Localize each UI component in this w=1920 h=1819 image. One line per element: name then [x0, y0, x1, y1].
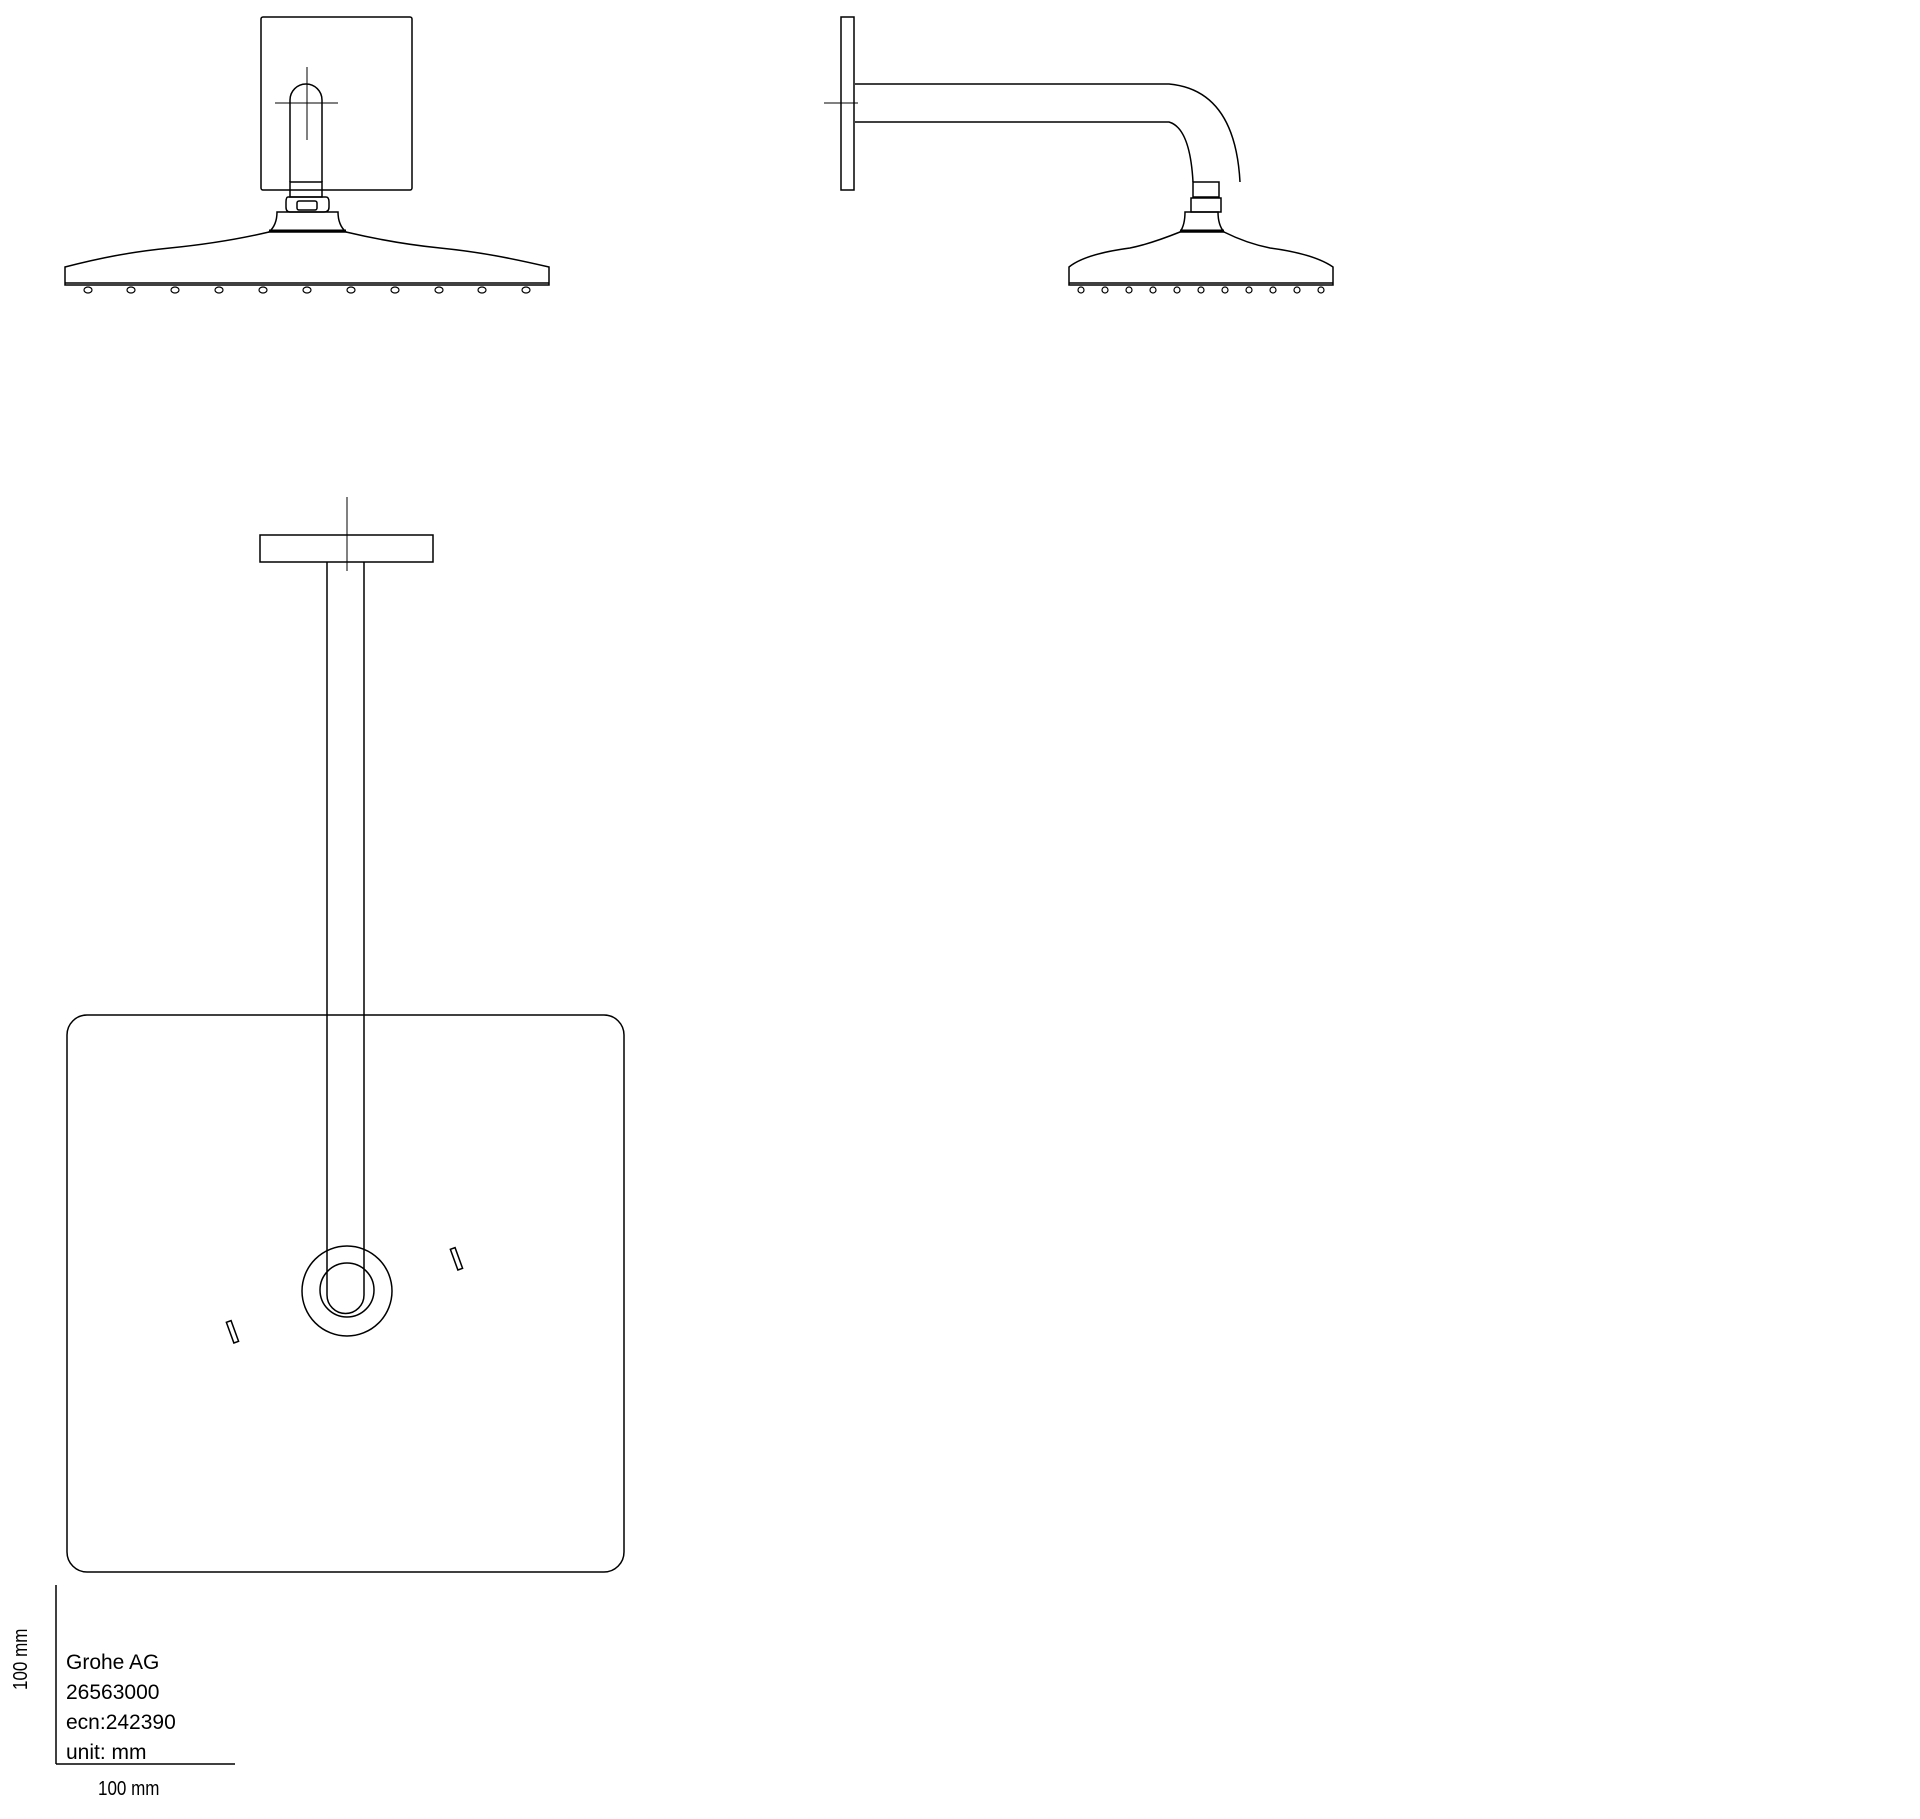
side-view [824, 16, 1334, 294]
top-view [66, 497, 625, 1573]
shower-head-body [64, 231, 550, 286]
scale-vertical-label: 100 mm [10, 1628, 32, 1690]
manufacturer: Grohe AG [66, 1651, 160, 1674]
wall-plate [260, 16, 413, 191]
side-shower-arm [855, 83, 1241, 183]
nozzles [83, 286, 531, 294]
hub-outer-ring [301, 1245, 393, 1337]
ecn-number: ecn:242390 [66, 1711, 176, 1734]
scale-horizontal-label: 100 mm [98, 1778, 160, 1800]
top-flange [259, 534, 434, 563]
scale-bar [55, 1585, 235, 1765]
square-shower-head [66, 1014, 625, 1573]
shower-arm [289, 83, 323, 182]
unit-label: unit: mm [66, 1741, 147, 1764]
shower-head-hub [267, 211, 348, 233]
front-view [64, 16, 550, 294]
title-block: Grohe AG 26563000 ecn:242390 unit: mm [66, 1648, 176, 1768]
part-number: 26563000 [66, 1681, 160, 1704]
